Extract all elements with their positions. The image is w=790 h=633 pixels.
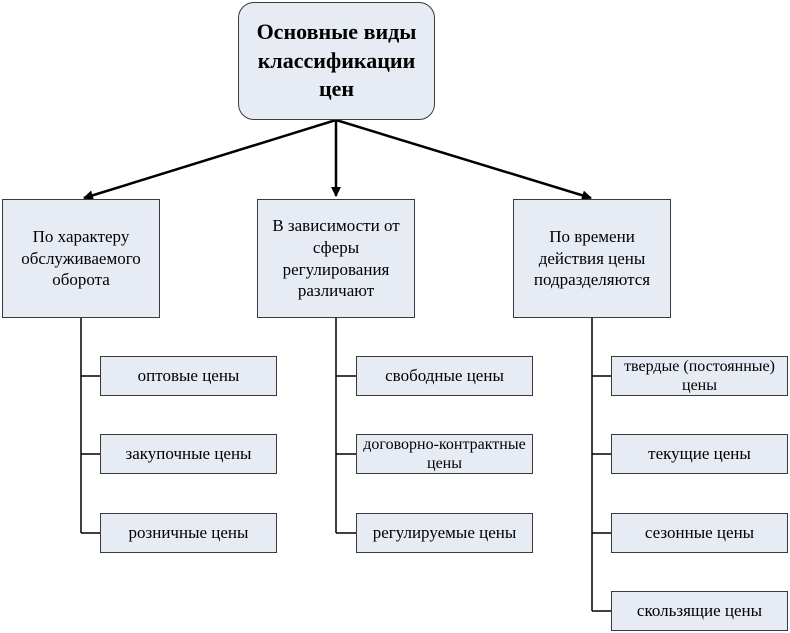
leaf-label: скользящие цены: [636, 601, 763, 621]
leaf-label: сезонные цены: [644, 523, 755, 543]
leaf-label: твердые (постоянные) цены: [624, 357, 775, 394]
leaf-node: сезонные цены: [611, 513, 788, 553]
category-label: По характеру обслуживаемого оборота: [21, 226, 141, 290]
leaf-label: оптовые цены: [137, 366, 240, 386]
leaf-node: закупочные цены: [100, 434, 277, 474]
leaf-label: закупочные цены: [125, 444, 252, 464]
leaf-label: розничные цены: [128, 523, 249, 543]
category-node-2: В зависимости от сферы регулирования раз…: [257, 199, 415, 318]
leaf-label: свободные цены: [385, 366, 504, 386]
leaf-node: текущие цены: [611, 434, 788, 474]
leaf-label: регулируемые цены: [372, 523, 517, 543]
leaf-label: текущие цены: [648, 444, 751, 464]
leaf-node: оптовые цены: [100, 356, 277, 396]
leaf-node: твердые (постоянные) цены: [611, 356, 788, 396]
leaf-node: регулируемые цены: [356, 513, 533, 553]
arrow-to-category-1: [83, 118, 337, 201]
leaf-node: скользящие цены: [611, 591, 788, 631]
arrow-to-category-3: [335, 118, 592, 201]
leaf-label: договорно-контрактные цены: [363, 435, 526, 472]
root-title: Основные виды классификации цен: [256, 19, 417, 102]
category-node-1: По характеру обслуживаемого оборота: [2, 199, 160, 318]
category-label: По времени действия цены подразделяются: [533, 226, 651, 290]
leaf-node: договорно-контрактные цены: [356, 434, 533, 474]
leaf-node: свободные цены: [356, 356, 533, 396]
category-label: В зависимости от сферы регулирования раз…: [272, 216, 400, 301]
leaf-node: розничные цены: [100, 513, 277, 553]
root-node: Основные виды классификации цен: [238, 2, 435, 120]
category-node-3: По времени действия цены подразделяются: [513, 199, 671, 318]
